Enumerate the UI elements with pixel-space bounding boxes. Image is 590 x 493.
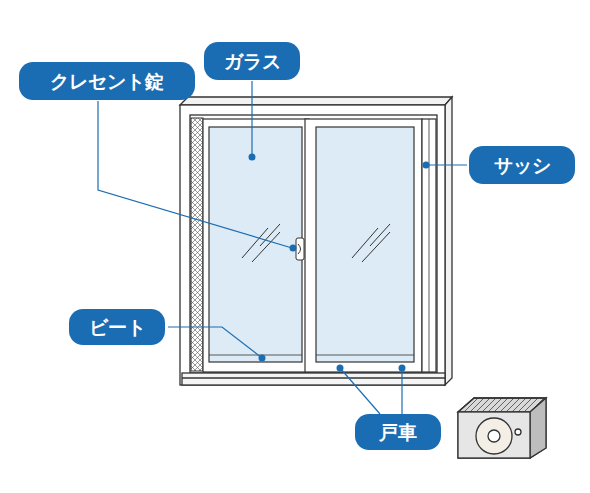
glass-reflection [242,224,390,262]
label-text: 戸車 [379,421,417,444]
left-sash [203,119,309,372]
callout-label: ビート [69,309,165,345]
crescent-lock [296,238,304,260]
callout-label: サッシ [469,146,575,184]
callout-label: クレセント錠 [19,62,195,100]
roller-icon [458,398,546,458]
window-frame [180,97,452,385]
label-text: クレセント錠 [50,70,164,93]
label-text: サッシ [494,154,551,177]
callout-label: ガラス [204,42,300,80]
leader-lines [98,81,467,414]
screen-mesh [191,118,203,371]
leader-dots [249,154,430,372]
right-sash [305,119,436,372]
callout-label: 戸車 [355,414,441,450]
label-text: ビート [89,316,146,339]
label-text: ガラス [224,50,281,73]
